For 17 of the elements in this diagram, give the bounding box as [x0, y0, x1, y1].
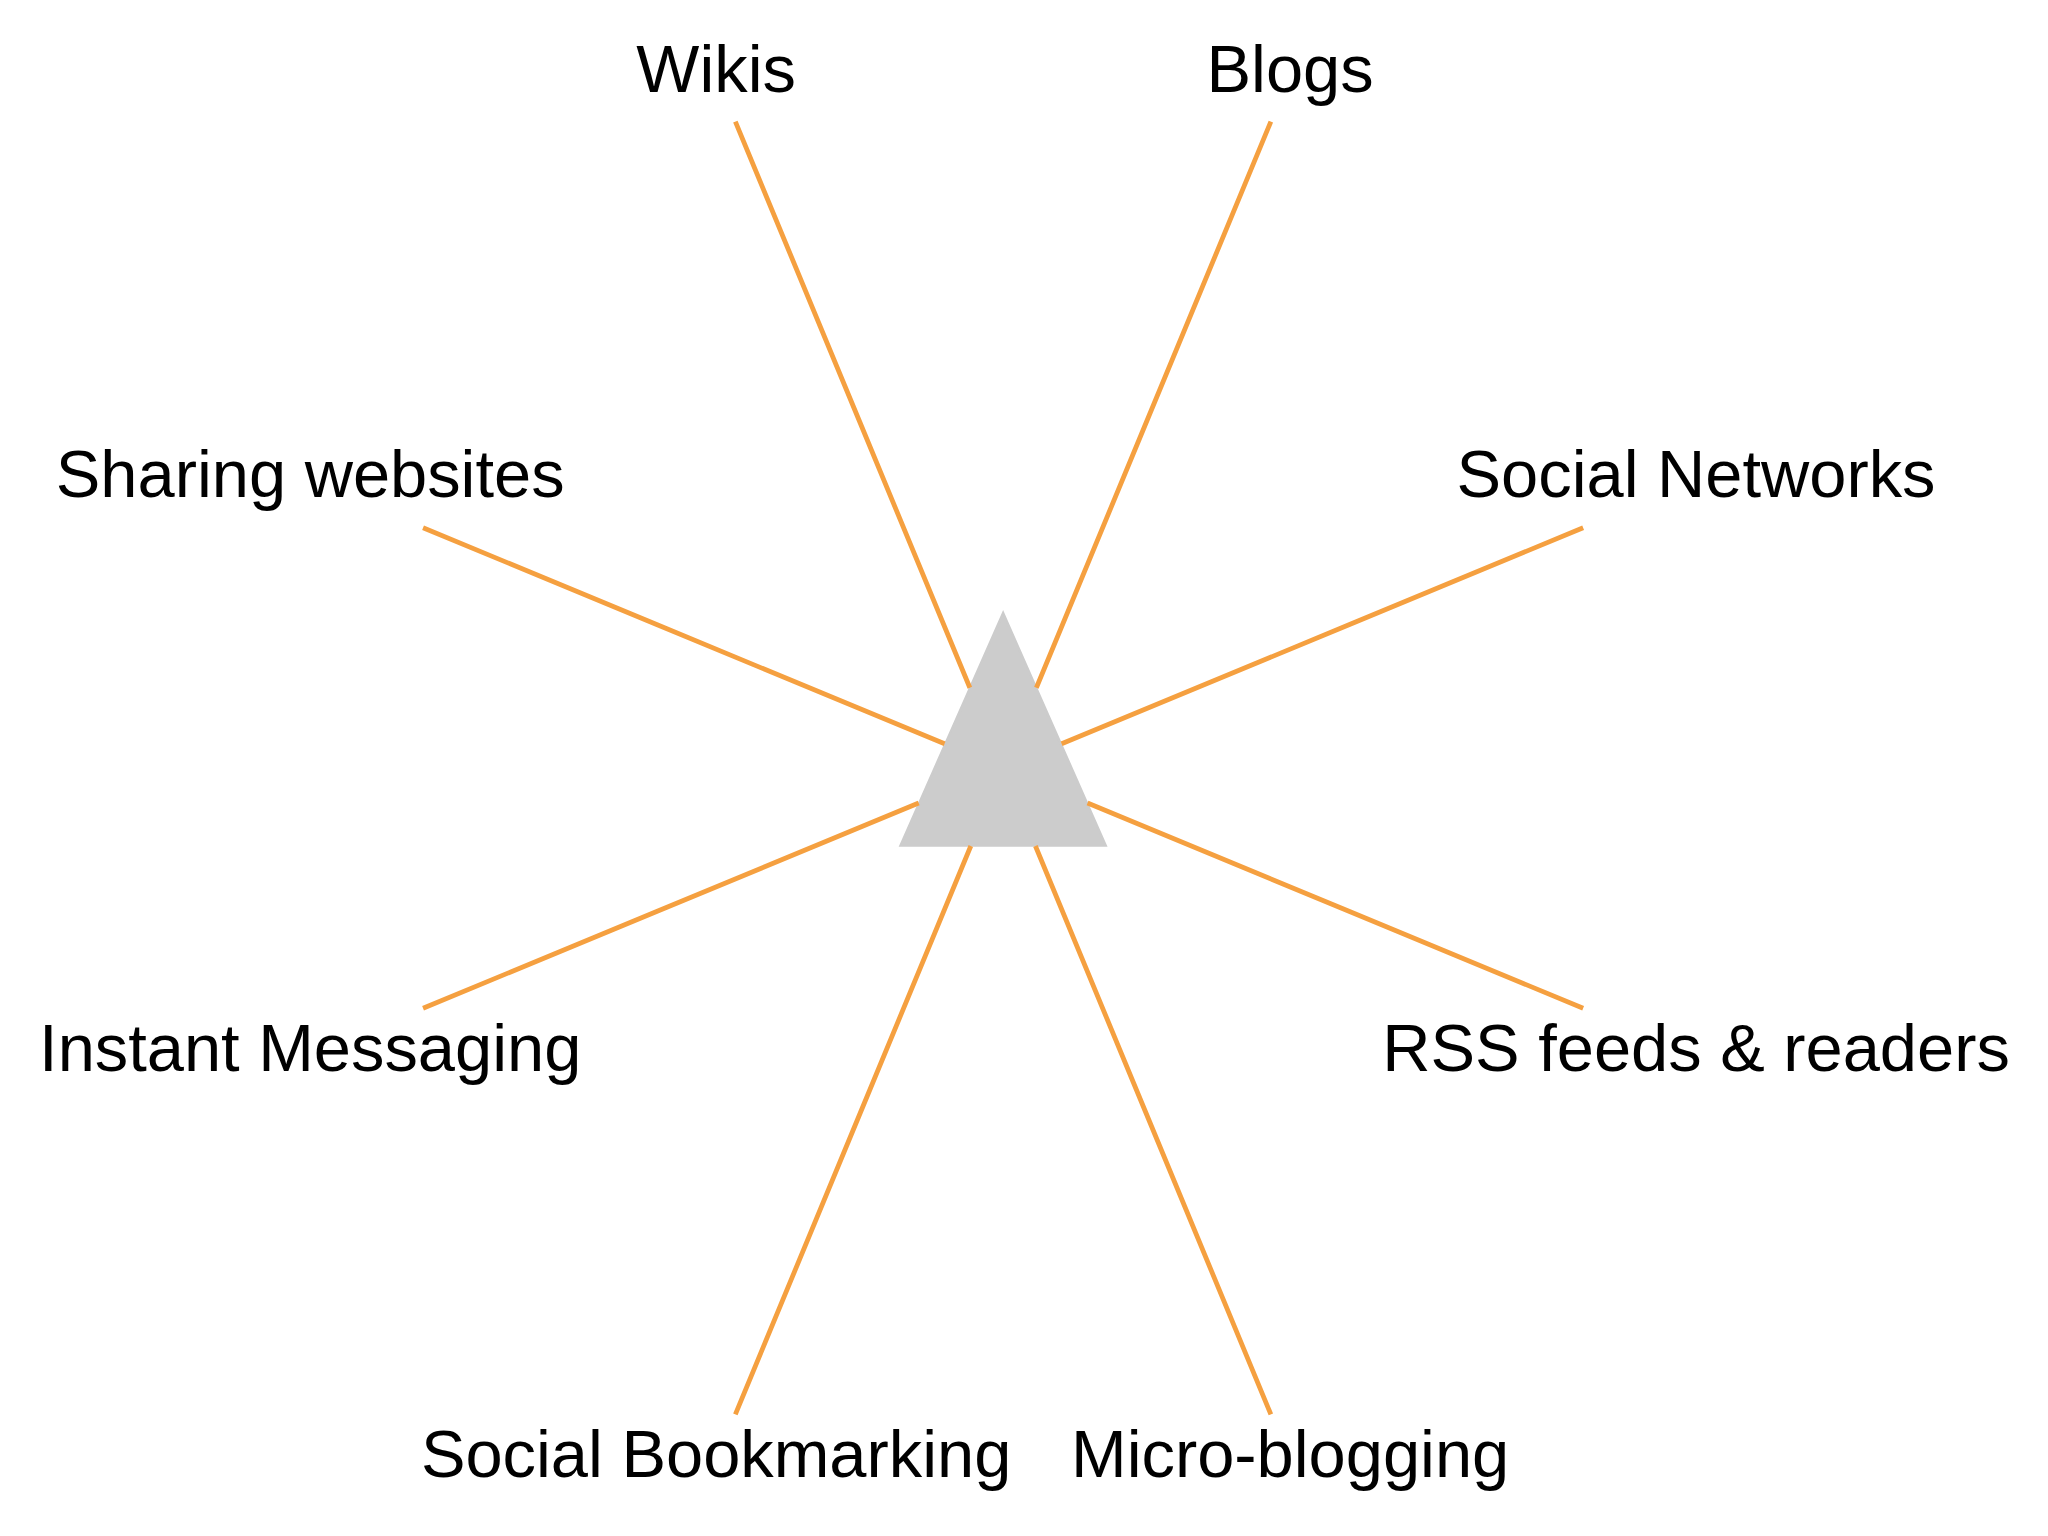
connector [1034, 120, 1274, 689]
node-text: Blogs [1206, 31, 1374, 106]
node-text: Social Bookmarking [420, 1417, 1012, 1492]
node-text: RSS feeds & readers [1382, 1011, 2010, 1086]
connector [422, 525, 946, 746]
node-person [898, 609, 1108, 847]
node-text: Instant Messaging [39, 1011, 582, 1086]
connector [1060, 525, 1585, 746]
node-text: Micro-blogging [1071, 1417, 1510, 1492]
connector [733, 120, 973, 689]
connector [422, 800, 920, 1011]
node-text: Wikis [636, 31, 796, 106]
connector [1086, 800, 1585, 1011]
connector [733, 845, 973, 1416]
connector [1033, 845, 1274, 1416]
node-text: Sharing websites [55, 437, 565, 512]
node-text: Social Networks [1456, 437, 1936, 512]
